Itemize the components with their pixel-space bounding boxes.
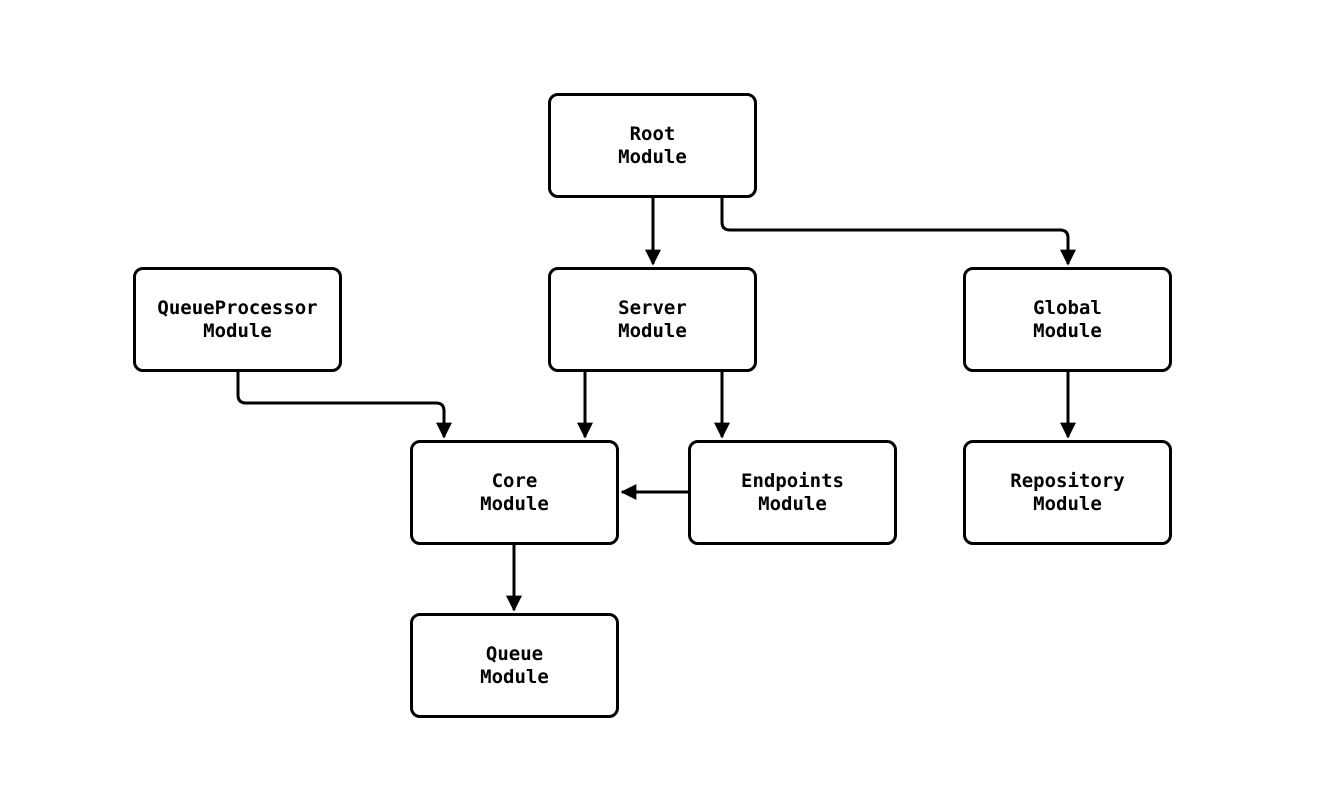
node-repository-module-label: Repository Module [1010, 469, 1125, 515]
node-core-module-label: Core Module [480, 469, 549, 515]
node-server-module: Server Module [548, 267, 757, 372]
node-core-module: Core Module [410, 440, 619, 545]
node-endpoints-module: Endpoints Module [688, 440, 897, 545]
node-queueprocessor-module: QueueProcessor Module [133, 267, 342, 372]
node-root-module: Root Module [548, 93, 757, 198]
node-global-module: Global Module [963, 267, 1172, 372]
node-queue-module-label: Queue Module [480, 642, 549, 688]
edge-root-to-global [720, 198, 1076, 266]
node-global-module-label: Global Module [1033, 296, 1102, 342]
node-queue-module: Queue Module [410, 613, 619, 718]
node-repository-module: Repository Module [963, 440, 1172, 545]
node-server-module-label: Server Module [618, 296, 687, 342]
edge-queueprocessor-to-core [236, 372, 452, 439]
node-queueprocessor-module-label: QueueProcessor Module [157, 296, 318, 342]
node-root-module-label: Root Module [618, 122, 687, 168]
node-endpoints-module-label: Endpoints Module [741, 469, 844, 515]
